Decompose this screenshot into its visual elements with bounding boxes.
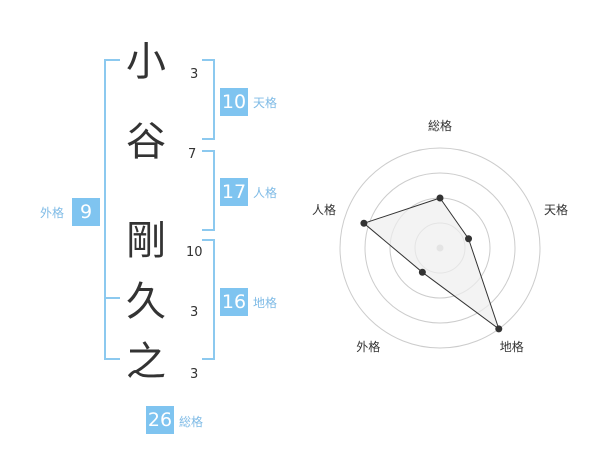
radar-axis-label-2: 天格 [544,203,569,218]
chikaku-label: 地格 [253,296,278,310]
name-char-2: 谷 [126,119,166,165]
name-char-5: 之 [126,339,166,385]
gaikaku-bracket [104,59,120,360]
stroke-count-5: 3 [190,367,199,382]
tenkaku-label: 天格 [253,96,278,110]
radar-point-5 [360,219,368,227]
radar-axis-label-1: 総格 [428,119,453,133]
soukaku-label: 総格 [179,415,204,429]
radar-ring [364,172,516,324]
tenkaku-bracket [202,59,215,140]
radar-point-2 [465,235,473,243]
stroke-count-2: 7 [188,147,197,162]
radar-axis-label-4: 外格 [356,339,381,354]
stroke-count-3: 10 [186,245,203,260]
soukaku-value: 26 [146,406,174,434]
radar-point-1 [436,194,444,202]
name-char-1: 小 [126,39,166,85]
name-char-4: 久 [126,279,166,325]
radar-point-4 [418,268,426,276]
chikaku-value: 16 [220,288,248,316]
stroke-count-1: 3 [190,67,199,82]
radar-axis-label-3: 地格 [499,339,524,354]
radar-point-3 [495,325,503,333]
gaikaku-bracket-tick [104,297,120,299]
stroke-count-4: 3 [190,305,199,320]
jinkaku-label: 人格 [253,186,278,200]
tenkaku-value: 10 [220,88,248,116]
radar-area [362,197,500,331]
jinkaku-bracket [202,150,215,231]
chikaku-bracket [202,239,215,360]
radar-axis-label-5: 人格 [311,203,336,218]
radar-ring [339,147,541,349]
jinkaku-value: 17 [220,178,248,206]
gaikaku-label: 外格 [40,206,65,220]
name-char-3: 剛 [126,218,166,264]
gaikaku-value: 9 [72,198,100,226]
